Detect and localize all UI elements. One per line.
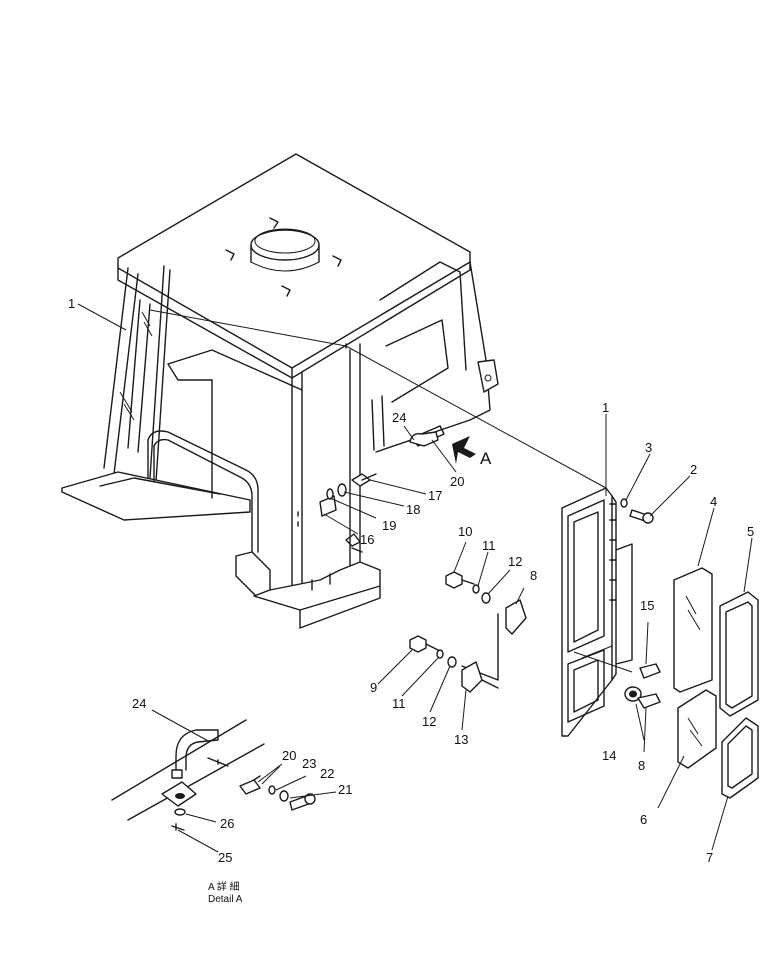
view-marker-a: A bbox=[480, 449, 492, 468]
caption-line-1: A 詳 細 bbox=[208, 880, 240, 893]
label-24-detail: 24 bbox=[132, 696, 146, 711]
label-25: 25 bbox=[218, 850, 232, 865]
label-8-upper: 8 bbox=[530, 568, 537, 583]
label-9: 9 bbox=[370, 680, 377, 695]
label-3: 3 bbox=[645, 440, 652, 455]
door-assembly bbox=[561, 487, 661, 737]
label-26: 26 bbox=[220, 816, 234, 831]
label-20-detail: 20 bbox=[282, 748, 296, 763]
label-13: 13 bbox=[454, 732, 468, 747]
label-18: 18 bbox=[406, 502, 420, 517]
label-6: 6 bbox=[640, 812, 647, 827]
cab-assembly bbox=[61, 153, 499, 629]
label-16: 16 bbox=[360, 532, 374, 547]
label-17: 17 bbox=[428, 488, 442, 503]
label-19: 19 bbox=[382, 518, 396, 533]
label-4: 4 bbox=[710, 494, 717, 509]
part-number-labels: 1 1 3 2 4 5 6 7 8 8 9 10 11 11 12 12 13 … bbox=[68, 296, 754, 865]
label-5: 5 bbox=[747, 524, 754, 539]
detail-caption: A 詳 細 Detail A bbox=[208, 880, 243, 905]
label-1-door: 1 bbox=[602, 400, 609, 415]
glass-parts bbox=[673, 567, 759, 799]
label-7: 7 bbox=[706, 850, 713, 865]
hardware-parts bbox=[319, 431, 654, 693]
detail-a-view bbox=[111, 719, 316, 831]
label-12-upper: 12 bbox=[508, 554, 522, 569]
label-11-lower: 11 bbox=[392, 696, 406, 711]
label-22: 22 bbox=[320, 766, 334, 781]
leader-lines bbox=[77, 303, 753, 853]
label-23: 23 bbox=[302, 756, 316, 771]
label-24-cab: 24 bbox=[392, 410, 406, 425]
label-1-cab: 1 bbox=[68, 296, 75, 311]
label-21: 21 bbox=[338, 782, 352, 797]
label-8-lower: 8 bbox=[638, 758, 645, 773]
label-20-cab: 20 bbox=[450, 474, 464, 489]
label-15: 15 bbox=[640, 598, 654, 613]
caption-line-2: Detail A bbox=[208, 894, 243, 905]
label-12-lower: 12 bbox=[422, 714, 436, 729]
label-14: 14 bbox=[602, 748, 616, 763]
label-10: 10 bbox=[458, 524, 472, 539]
label-2: 2 bbox=[690, 462, 697, 477]
label-11-upper: 11 bbox=[482, 538, 496, 553]
